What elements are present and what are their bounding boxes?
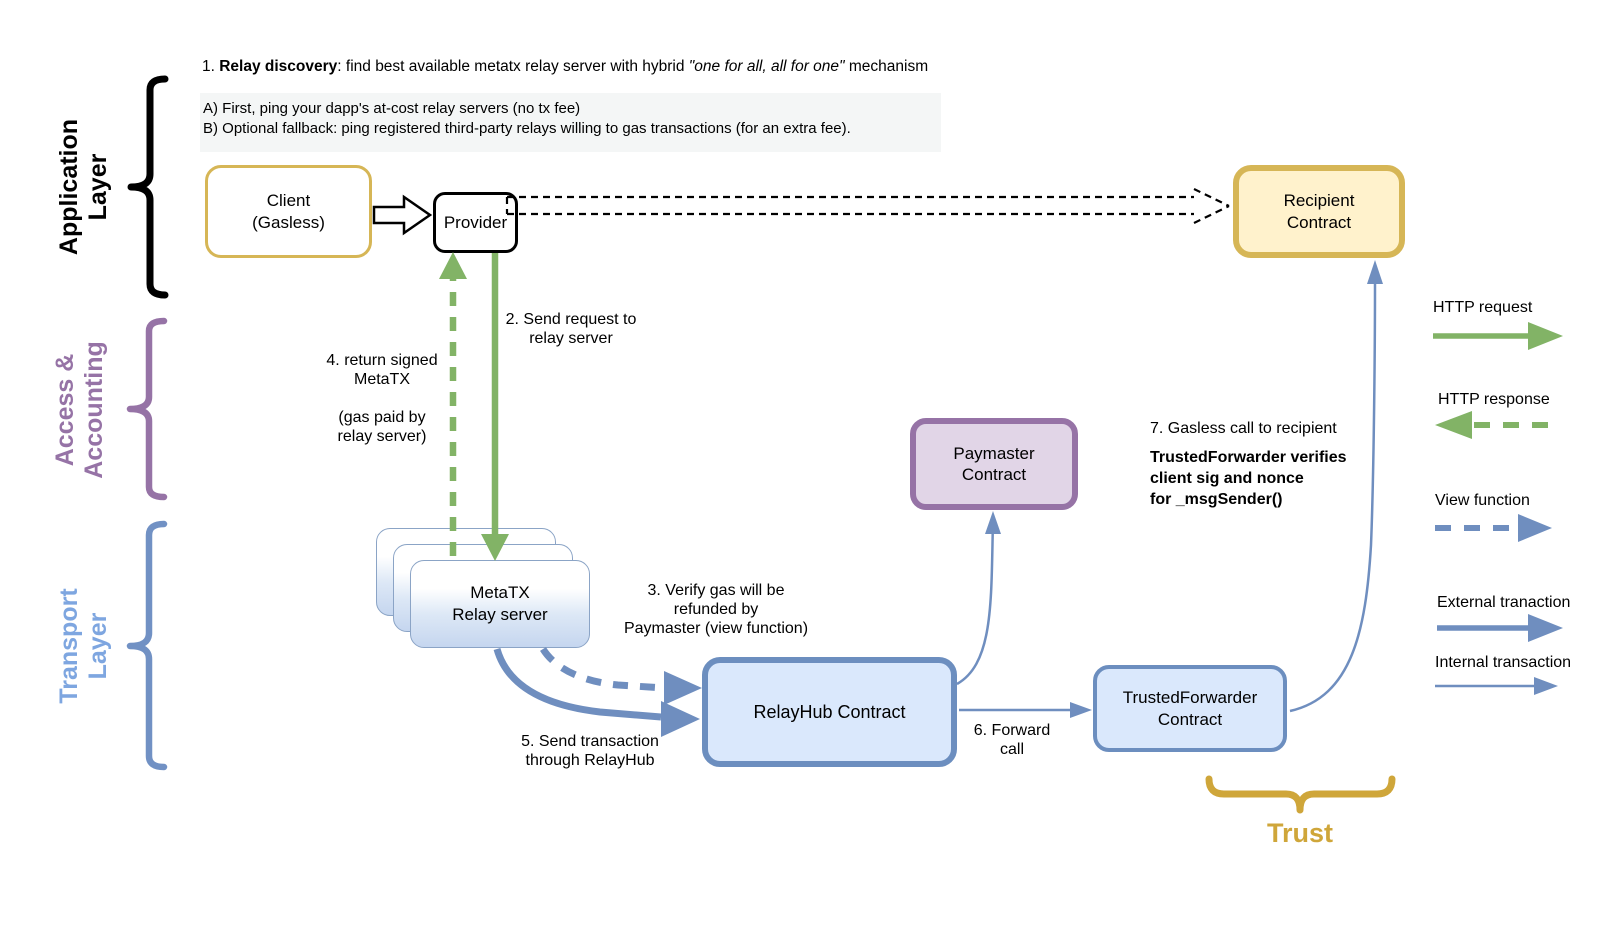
transport-layer-brace-icon (126, 520, 168, 771)
relayhub-paymaster-arrow-icon (956, 511, 1001, 686)
step2-label: 2. Send request to relay server (505, 311, 637, 347)
step4-note-label: (gas paid by relay server) (337, 409, 427, 445)
step1-italic: "one for all, all for one" (688, 58, 845, 75)
note-option-a: A) First, ping your dapp's at-cost relay… (203, 100, 581, 117)
access-accounting-layer-label: Access & Accounting (50, 341, 109, 479)
legend-external-transaction-arrow-icon (1437, 614, 1563, 642)
legend-http-request-arrow-icon (1433, 322, 1563, 350)
application-layer-brace-icon (127, 75, 169, 299)
step1-title: 1. Relay discovery: find best available … (202, 58, 928, 76)
legend-http-response-arrow-icon (1435, 411, 1550, 439)
step1-end: mechanism (844, 58, 929, 75)
recipient-contract-node: Recipient Contract (1233, 165, 1405, 258)
external-transaction-arrow-icon (493, 647, 700, 737)
legend-internal-transaction-label: Internal transaction (1435, 654, 1572, 671)
legend-internal-transaction-arrow-icon (1435, 677, 1558, 695)
step6-label: 6. Forward call (973, 722, 1051, 758)
step1-mid: : find best available metatx relay serve… (337, 58, 689, 75)
view-function-arrow-icon (540, 647, 702, 705)
legend-view-function-label: View function (1435, 492, 1530, 509)
trust-brace-icon (1205, 775, 1396, 814)
provider-recipient-dashed-arrow-icon (505, 188, 1230, 224)
http-response-arrow-icon (439, 252, 467, 556)
relay-discovery-note-box (200, 93, 941, 152)
application-layer-label: Application Layer (54, 118, 113, 256)
paymaster-contract-node: Paymaster Contract (910, 418, 1078, 510)
step7-detail-label: TrustedForwarder verifies client sig and… (1150, 449, 1347, 508)
relayhub-contract-node: RelayHub Contract (702, 657, 957, 767)
legend-http-request-label: HTTP request (1433, 299, 1533, 316)
step5-label: 5. Send transaction through RelayHub (521, 733, 659, 769)
access-accounting-layer-brace-icon (126, 317, 168, 501)
step1-number: 1. (202, 58, 220, 75)
client-provider-arrow-icon (372, 194, 433, 236)
forward-call-arrow-icon (959, 702, 1092, 718)
provider-node: Provider (433, 192, 518, 253)
step4-label: 4. return signed MetaTX (326, 352, 438, 388)
step1-bold: Relay discovery (219, 58, 338, 75)
legend-view-function-arrow-icon (1435, 514, 1552, 542)
http-request-arrow-icon (481, 253, 509, 561)
note-option-b: B) Optional fallback: ping registered th… (203, 120, 851, 137)
step3-label: 3. Verify gas will be refunded by Paymas… (623, 582, 809, 637)
transport-layer-label: Transport Layer (54, 588, 113, 704)
legend-external-transaction-label: External tranaction (1437, 594, 1571, 611)
trustedforwarder-contract-node: TrustedForwarder Contract (1093, 665, 1287, 752)
legend-http-response-label: HTTP response (1438, 391, 1550, 408)
step7-label: 7. Gasless call to recipient (1150, 420, 1337, 437)
trust-label: Trust (1266, 818, 1333, 848)
metatx-relay-server-node: MetaTX Relay server (410, 560, 590, 648)
client-node: Client (Gasless) (205, 165, 372, 258)
